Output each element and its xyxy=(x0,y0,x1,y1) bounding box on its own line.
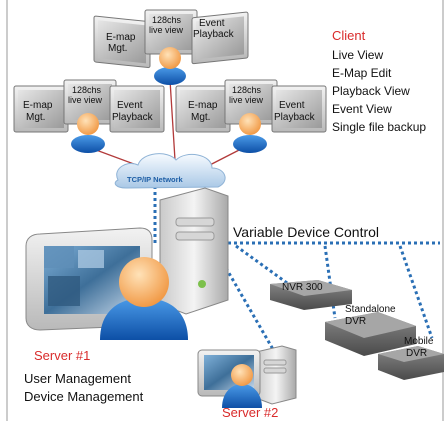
mobile-label-2: DVR xyxy=(406,348,427,359)
left-right-label-1: Event xyxy=(117,100,143,111)
client-workstation-right: E-map Mgt. 128chs live view Event Playba… xyxy=(175,79,327,153)
nvr-300-device: NVR 300 xyxy=(270,280,352,310)
server-2-illustration xyxy=(197,345,297,408)
right-center-label-1: 128chs xyxy=(232,85,262,95)
network-cloud-icon: TCP/IP Network xyxy=(114,153,226,189)
server-1-title: Server #1 xyxy=(34,348,90,363)
client-feature-live-view: Live View xyxy=(332,48,383,62)
client-title: Client xyxy=(332,28,366,43)
client-feature-event-view: Event View xyxy=(332,102,392,116)
mobile-dvr-device: Mobile DVR xyxy=(378,336,444,380)
server-2-title: Server #2 xyxy=(222,405,278,420)
left-left-label-1: E-map xyxy=(23,100,53,111)
standalone-label-1: Standalone xyxy=(345,304,396,315)
server-1-feature-user-mgmt: User Management xyxy=(24,371,131,386)
top-right-label-1: Event xyxy=(199,18,225,29)
top-right-label-2: Playback xyxy=(193,29,235,40)
mobile-label-1: Mobile xyxy=(404,336,434,347)
right-right-label-2: Playback xyxy=(274,112,316,123)
right-center-label-2: live view xyxy=(229,95,264,105)
client-info: Client Live View E-Map Edit Playback Vie… xyxy=(332,28,426,134)
left-right-label-2: Playback xyxy=(112,112,154,123)
left-center-label-1: 128chs xyxy=(72,85,102,95)
left-center-label-2: live view xyxy=(68,95,103,105)
top-left-label-2: Mgt. xyxy=(108,43,127,54)
standalone-dvr-device: Standalone DVR xyxy=(325,304,416,356)
server-1-illustration xyxy=(25,187,229,340)
server-1-feature-device-mgmt: Device Management xyxy=(24,389,144,404)
left-left-label-2: Mgt. xyxy=(26,112,45,123)
device-control-label: Variable Device Control xyxy=(233,224,379,240)
server-1-info: Server #1 User Management Device Managem… xyxy=(24,348,144,404)
client-feature-backup: Single file backup xyxy=(332,120,426,134)
standalone-label-2: DVR xyxy=(345,316,366,327)
network-label: TCP/IP Network xyxy=(127,175,184,184)
nvr-label: NVR 300 xyxy=(282,282,323,293)
client-workstation-left: E-map Mgt. 128chs live view Event Playba… xyxy=(13,79,165,153)
client-feature-emap-edit: E-Map Edit xyxy=(332,66,392,80)
client-feature-playback-view: Playback View xyxy=(332,84,410,98)
right-left-label-1: E-map xyxy=(188,100,218,111)
top-center-label-2: live view xyxy=(149,25,184,35)
top-center-label-1: 128chs xyxy=(152,15,182,25)
right-left-label-2: Mgt. xyxy=(191,112,210,123)
client-workstation-top: E-map Mgt. 128chs live view Event Playba… xyxy=(93,9,249,85)
top-left-label-1: E-map xyxy=(106,32,136,43)
right-right-label-1: Event xyxy=(279,100,305,111)
